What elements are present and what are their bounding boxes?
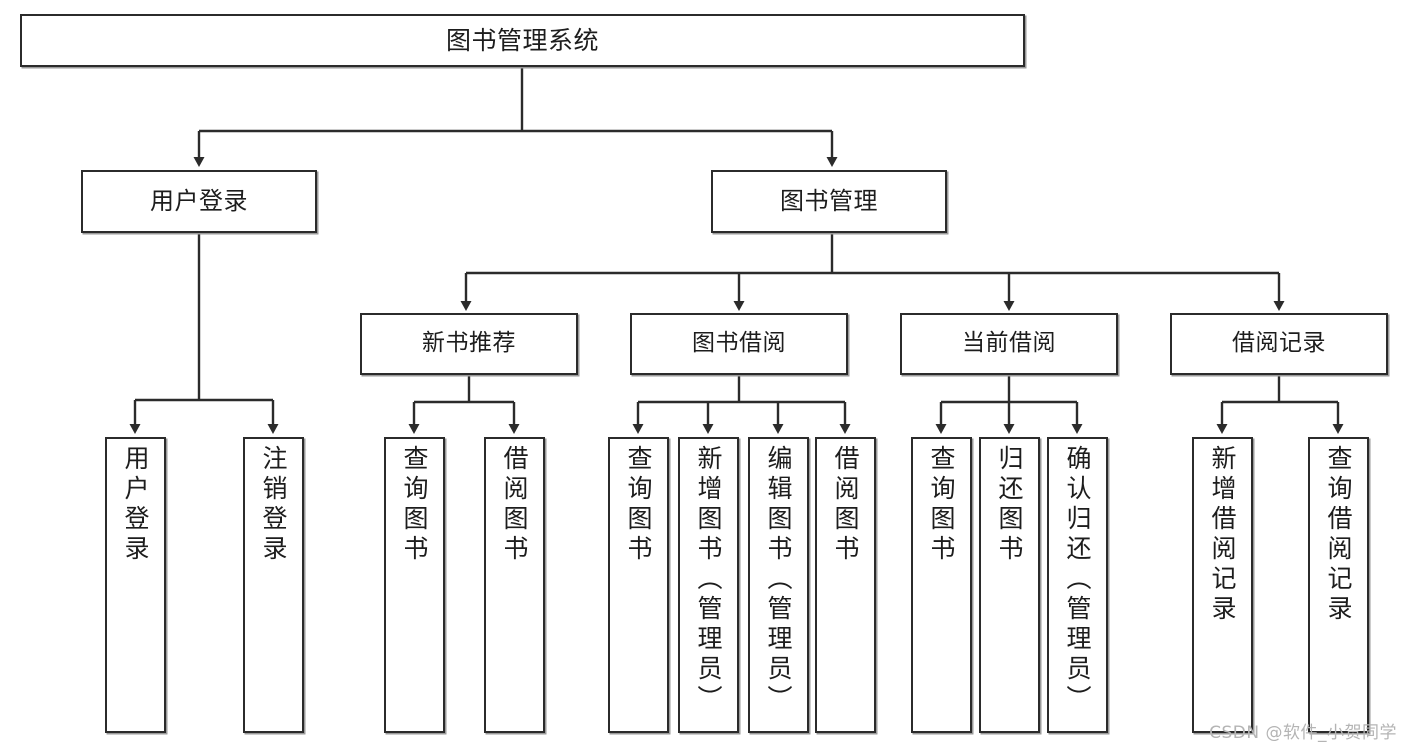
leaf-add-book-label: 新增图书（管理员） [694,445,723,715]
leaf-query-borrow-record-label: 查询借阅记录 [1324,445,1353,625]
node-user-login-label: 用户登录 [150,187,248,216]
leaf-query-book-3[interactable]: 查询图书 [911,437,972,733]
leaf-query-book-3-label: 查询图书 [927,445,956,565]
node-book-manage-label: 图书管理 [780,187,878,216]
leaf-borrow-book-1[interactable]: 借阅图书 [484,437,545,733]
leaf-user-login-label: 用户登录 [121,445,150,565]
node-new-book-recommend-label: 新书推荐 [422,330,516,357]
node-root[interactable]: 图书管理系统 [20,14,1025,67]
leaf-add-borrow-record[interactable]: 新增借阅记录 [1192,437,1253,733]
leaf-confirm-return-label: 确认归还（管理员） [1063,445,1092,715]
node-borrow-record-label: 借阅记录 [1232,330,1326,357]
node-borrow-record[interactable]: 借阅记录 [1170,313,1388,375]
leaf-edit-book-label: 编辑图书（管理员） [764,445,793,715]
node-book-borrow-label: 图书借阅 [692,330,786,357]
leaf-query-book-1-label: 查询图书 [400,445,429,565]
leaf-add-borrow-record-label: 新增借阅记录 [1208,445,1237,625]
csdn-watermark: CSDN @软件_小贺同学 [1209,723,1397,743]
leaf-borrow-book-1-label: 借阅图书 [500,445,529,565]
node-book-manage[interactable]: 图书管理 [711,170,947,233]
leaf-query-book-2-label: 查询图书 [624,445,653,565]
leaf-return-book-label: 归还图书 [995,445,1024,565]
leaf-borrow-book-2-label: 借阅图书 [831,445,860,565]
leaf-confirm-return[interactable]: 确认归还（管理员） [1047,437,1108,733]
node-root-label: 图书管理系统 [445,25,599,55]
leaf-query-book-1[interactable]: 查询图书 [384,437,445,733]
node-book-borrow[interactable]: 图书借阅 [630,313,848,375]
node-current-borrow[interactable]: 当前借阅 [900,313,1118,375]
leaf-return-book[interactable]: 归还图书 [979,437,1040,733]
leaf-query-book-2[interactable]: 查询图书 [608,437,669,733]
node-current-borrow-label: 当前借阅 [962,330,1056,357]
node-new-book-recommend[interactable]: 新书推荐 [360,313,578,375]
leaf-logout-login-label: 注销登录 [259,445,288,565]
leaf-borrow-book-2[interactable]: 借阅图书 [815,437,876,733]
leaf-edit-book[interactable]: 编辑图书（管理员） [748,437,809,733]
leaf-logout-login[interactable]: 注销登录 [243,437,304,733]
node-user-login[interactable]: 用户登录 [81,170,317,233]
leaf-user-login[interactable]: 用户登录 [105,437,166,733]
leaf-query-borrow-record[interactable]: 查询借阅记录 [1308,437,1369,733]
leaf-add-book[interactable]: 新增图书（管理员） [678,437,739,733]
